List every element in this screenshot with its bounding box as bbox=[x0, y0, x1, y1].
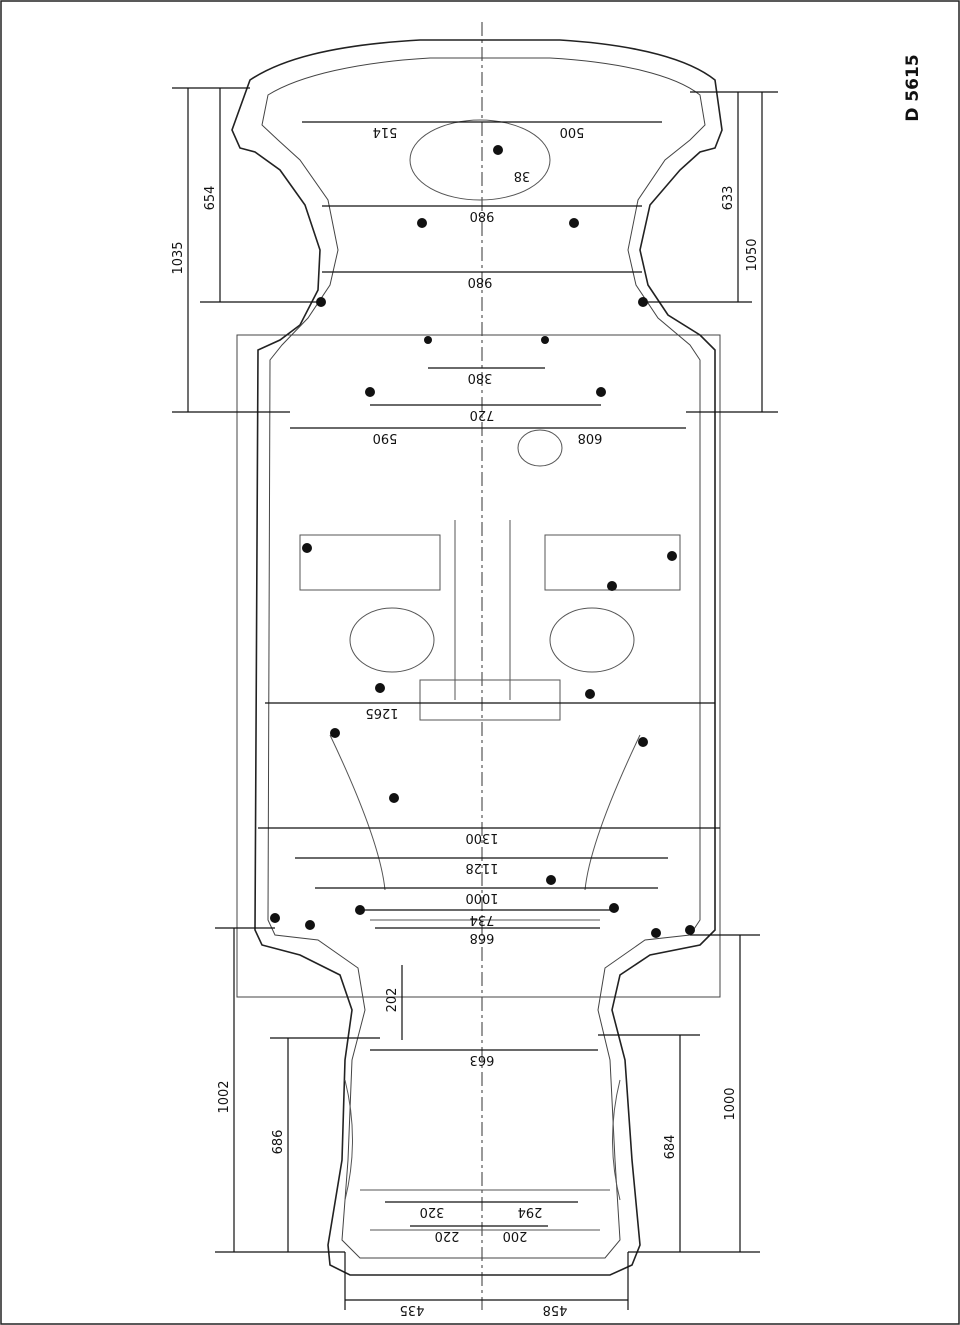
dim-1265: 1265 bbox=[365, 705, 398, 720]
dim-608: 608 bbox=[578, 430, 603, 445]
dim-1000: 1000 bbox=[465, 890, 498, 905]
dim-668: 668 bbox=[470, 930, 495, 945]
dim-654: 654 bbox=[203, 186, 218, 211]
dim-980-lower: 980 bbox=[468, 274, 493, 289]
dimension-labels: 514 500 38 980 980 380 720 590 608 1265 … bbox=[365, 124, 602, 1317]
body-outline bbox=[231, 39, 723, 1276]
floor-pan-rect bbox=[236, 334, 721, 998]
dim-684: 684 bbox=[663, 1135, 678, 1160]
dim-590: 590 bbox=[373, 430, 398, 445]
dim-380: 380 bbox=[468, 370, 493, 385]
dim-514: 514 bbox=[373, 124, 398, 139]
dim-500: 500 bbox=[560, 124, 585, 139]
dimension-lines bbox=[258, 121, 720, 1301]
vertical-dimension-labels: 1035 654 1050 633 1002 686 1000 684 202 bbox=[171, 186, 760, 1160]
dim-663: 663 bbox=[470, 1052, 495, 1067]
dim-1002: 1002 bbox=[217, 1080, 232, 1113]
dim-720: 720 bbox=[470, 407, 495, 422]
dim-38: 38 bbox=[514, 168, 531, 183]
dim-1035: 1035 bbox=[171, 241, 186, 274]
dim-320: 320 bbox=[420, 1204, 445, 1219]
vertical-dimensions bbox=[172, 87, 778, 1310]
dim-686: 686 bbox=[271, 1130, 286, 1155]
dim-220: 220 bbox=[435, 1228, 460, 1243]
dim-1300: 1300 bbox=[465, 830, 498, 845]
dim-980-upper: 980 bbox=[470, 208, 495, 223]
body-outline-inner bbox=[261, 57, 706, 1259]
dim-1050: 1050 bbox=[745, 238, 760, 271]
dim-294: 294 bbox=[518, 1204, 543, 1219]
dim-458: 458 bbox=[543, 1302, 568, 1317]
dim-734: 734 bbox=[470, 912, 495, 927]
dim-202: 202 bbox=[385, 988, 400, 1013]
dim-1000-right: 1000 bbox=[723, 1087, 738, 1120]
internal-structure bbox=[299, 119, 681, 1231]
dim-435: 435 bbox=[400, 1302, 425, 1317]
dim-633: 633 bbox=[721, 186, 736, 211]
dim-1128: 1128 bbox=[465, 860, 498, 875]
figure-code: D 5615 bbox=[903, 54, 923, 121]
dim-200: 200 bbox=[503, 1228, 528, 1243]
mounting-points bbox=[270, 145, 695, 938]
